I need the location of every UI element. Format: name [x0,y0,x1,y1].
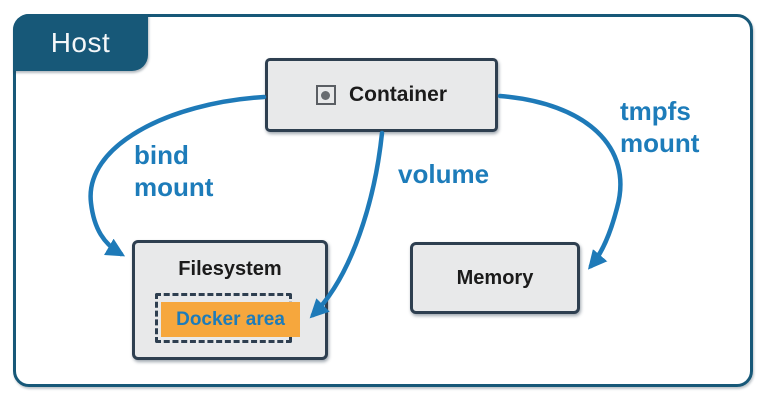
bind-mount-label-line2: mount [134,172,214,202]
bind-mount-label-line1: bind [134,140,189,170]
filesystem-label: Filesystem [178,258,282,280]
volume-label-line1: volume [398,159,490,189]
node-container: Container [265,58,498,132]
tmpfs-mount-label-line2: mount [620,128,700,158]
container-label: Container [348,83,447,106]
docker-area-label: Docker area [176,308,285,330]
host-boundary [13,14,753,387]
node-memory: Memory [410,242,580,314]
volume-label: volume [398,158,489,190]
tmpfs-mount-label-line1: tmpfs [620,96,691,126]
container-dot-icon [321,90,331,100]
container-box-icon [315,85,336,105]
memory-label: Memory [456,266,534,289]
host-label: Host [50,26,111,58]
node-docker-area: Docker area [161,302,300,337]
tmpfs-mount-label: tmpfs mount [620,95,699,159]
bind-mount-label: bind mount [134,139,213,203]
host-tab: Host [13,14,148,71]
